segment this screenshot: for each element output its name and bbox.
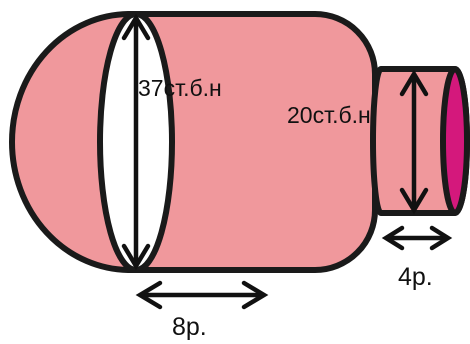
main-body-shape <box>9 11 378 273</box>
big-diameter-label: 37ст.б.н <box>138 75 222 101</box>
small-diameter-label: 20ст.б.н <box>287 102 371 128</box>
big-diameter-arrow <box>121 13 151 271</box>
body-length-arrow <box>135 280 269 310</box>
body-length-label: 8р. <box>172 313 207 341</box>
neck-length-arrow <box>381 225 453 251</box>
neck-end-face <box>440 66 470 216</box>
neck-length-label: 4р. <box>398 263 433 291</box>
small-diameter-arrow <box>399 69 429 215</box>
